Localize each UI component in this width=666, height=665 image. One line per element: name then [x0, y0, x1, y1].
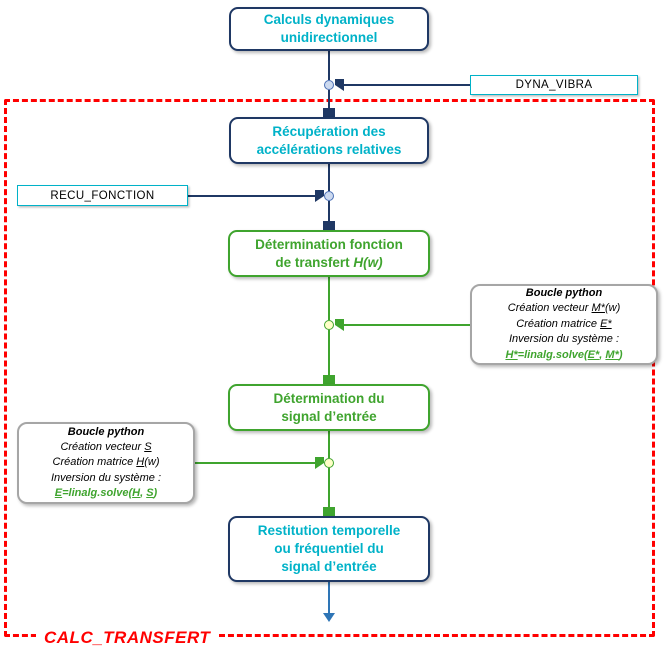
- arrow-junction1-to-recuperation: [328, 90, 330, 109]
- node-restitution-signal: Restitution temporelle ou fréquentiel du…: [228, 516, 430, 582]
- tag-dyna-vibra: DYNA_VIBRA: [470, 75, 638, 95]
- region-label-calc-transfert: CALC_TRANSFERT: [36, 628, 219, 648]
- node-text-line: de transfert H(w): [275, 254, 382, 272]
- note-text: Création vecteur: [60, 440, 145, 453]
- node-recuperation-accelerations: Récupération des accélérations relatives: [229, 117, 429, 164]
- connector-junction-3: [324, 320, 334, 330]
- arrow-transfert-to-junction3: [328, 277, 330, 320]
- arrow-note-left-to-junction4: [195, 462, 315, 464]
- arrowhead-down-icon: [323, 108, 335, 117]
- note-text: (w): [604, 302, 621, 315]
- arrow-dyna-vibra-to-junction1: [344, 84, 470, 86]
- arrow-calculs-to-junction1: [328, 51, 330, 80]
- region-label-text: CALC_TRANSFERT: [44, 628, 211, 647]
- node-text-line: Récupération des: [272, 123, 386, 139]
- arrow-restitution-output: [328, 582, 330, 613]
- arrowhead-right-icon: [315, 190, 324, 202]
- arrow-recu-fonction-to-junction2: [188, 195, 315, 197]
- arrowhead-right-icon: [315, 457, 324, 469]
- formula-text: =linalg.solve(: [517, 348, 588, 361]
- note-var: H: [136, 456, 145, 469]
- arrowhead-down-icon: [323, 221, 335, 230]
- formula-var: E: [54, 487, 63, 500]
- formula-text: ): [618, 348, 623, 361]
- tag-recu-fonction: RECU_FONCTION: [17, 185, 188, 206]
- arrowhead-down-icon: [323, 375, 335, 384]
- node-text-line: Détermination fonction: [255, 236, 403, 252]
- arrow-junction4-to-restitution: [328, 468, 330, 507]
- node-text-line: Restitution temporelle: [257, 523, 401, 539]
- connector-junction-4: [324, 458, 334, 468]
- formula-text: =linalg.solve(: [62, 487, 133, 500]
- formula-var: S: [146, 487, 154, 500]
- formula-var: E*: [587, 348, 600, 361]
- note-var: S: [144, 440, 152, 453]
- note-boucle-python-right: Boucle python Création vecteur M*(w) Cré…: [470, 284, 658, 365]
- tag-label: DYNA_VIBRA: [515, 79, 593, 91]
- tag-label: RECU_FONCTION: [50, 189, 155, 202]
- note-line: Inversion du système :: [50, 471, 162, 484]
- note-text: Création matrice: [52, 456, 137, 469]
- transfer-function-formula: H(w): [353, 254, 383, 270]
- arrow-note-right-to-junction3: [344, 324, 470, 326]
- node-text-line: accélérations relatives: [256, 141, 402, 157]
- node-determination-transfert: Détermination fonction de transfert H(w): [228, 230, 430, 277]
- note-text: Création matrice: [516, 317, 601, 330]
- note-formula: E=linalg.solve(H, S): [55, 486, 157, 501]
- node-text-line: signal d’entrée: [281, 408, 377, 424]
- note-line: Création vecteur S: [60, 440, 151, 455]
- node-text-line: ou fréquentiel du: [274, 541, 384, 557]
- node-determination-signal: Détermination du signal d’entrée: [228, 384, 430, 431]
- note-var: E*: [600, 317, 612, 330]
- connector-junction-2: [324, 191, 334, 201]
- formula-var: M*: [605, 348, 619, 361]
- arrowhead-down-icon: [323, 507, 335, 516]
- connector-junction-1: [324, 80, 334, 90]
- node-text-line: Détermination du: [273, 390, 385, 406]
- node-text-line: signal d’entrée: [281, 558, 377, 574]
- note-formula: H*=linalg.solve(E*, M*): [505, 348, 622, 363]
- arrowhead-down-icon: [323, 613, 335, 622]
- formula-text: ): [153, 487, 158, 500]
- node-text-line: unidirectionnel: [280, 30, 378, 45]
- arrowhead-left-icon: [335, 79, 344, 91]
- arrowhead-left-icon: [335, 319, 344, 331]
- note-title: Boucle python: [525, 287, 603, 300]
- note-line: Création matrice H(w): [53, 455, 160, 470]
- arrow-junction3-to-signal: [328, 330, 330, 375]
- note-text: Création vecteur: [507, 302, 592, 315]
- arrow-junction2-to-transfert: [328, 201, 330, 221]
- note-var: M*: [591, 302, 605, 315]
- formula-text: ,: [599, 348, 606, 361]
- node-calculs-dynamiques: Calculs dynamiques unidirectionnel: [229, 7, 429, 51]
- note-line: Inversion du système :: [508, 333, 620, 346]
- note-boucle-python-left: Boucle python Création vecteur S Créatio…: [17, 422, 195, 504]
- node-text-line: Calculs dynamiques: [263, 12, 395, 28]
- node-text-segment: de transfert: [275, 254, 354, 270]
- note-line: Création vecteur M*(w): [508, 301, 621, 316]
- formula-var: H: [132, 487, 141, 500]
- note-line: Création matrice E*: [516, 317, 611, 332]
- formula-text: ,: [140, 487, 147, 500]
- formula-var: H*: [505, 348, 518, 361]
- note-title: Boucle python: [67, 425, 145, 438]
- note-text: (w): [144, 456, 160, 469]
- arrow-recuperation-to-junction2: [328, 164, 330, 191]
- arrow-signal-to-junction4: [328, 431, 330, 458]
